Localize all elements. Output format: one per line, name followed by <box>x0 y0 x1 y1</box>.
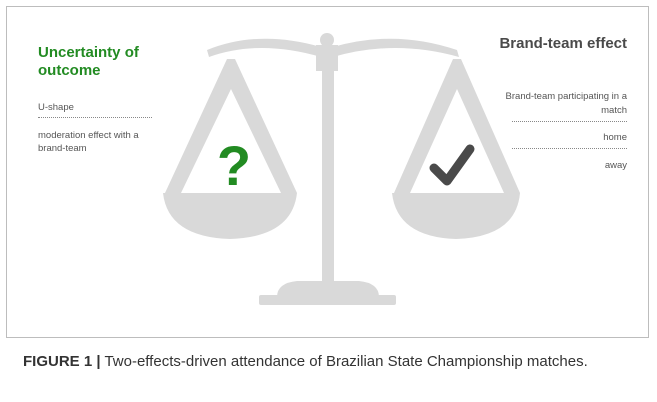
figure-caption: FIGURE 1 | Two-effects-driven attendance… <box>23 352 633 372</box>
right-pan <box>392 193 520 239</box>
scale-base-top <box>277 281 379 297</box>
scale-pillar <box>322 67 334 287</box>
left-pan-strings <box>165 59 297 193</box>
caption-text: Two-effects-driven attendance of Brazili… <box>100 353 588 370</box>
question-mark-icon: ? <box>217 134 251 197</box>
caption-label: FIGURE 1 | <box>23 353 101 370</box>
right-item-brand-team: Brand-team participating in a match <box>505 91 627 116</box>
right-pan-strings <box>394 59 520 193</box>
divider <box>512 121 627 122</box>
right-title: Brand-team effect <box>499 35 627 52</box>
checkmark-icon <box>429 144 475 186</box>
left-item-u-shape: U-shape <box>38 102 74 113</box>
left-pan <box>163 193 297 239</box>
scale-knob <box>320 33 334 47</box>
balance-scale-icon: ? <box>163 33 520 305</box>
divider <box>38 117 152 118</box>
right-item-away: away <box>604 160 627 171</box>
divider <box>512 148 627 149</box>
left-item-moderation: moderation effect with a brand-team <box>38 130 139 154</box>
right-item-home: home <box>603 132 627 143</box>
left-title: Uncertainty of outcome <box>38 44 139 79</box>
scale-base <box>259 295 396 305</box>
scale-hub <box>316 45 338 71</box>
figure-frame: ? Uncertainty of outcome U-shape moderat… <box>6 6 649 338</box>
